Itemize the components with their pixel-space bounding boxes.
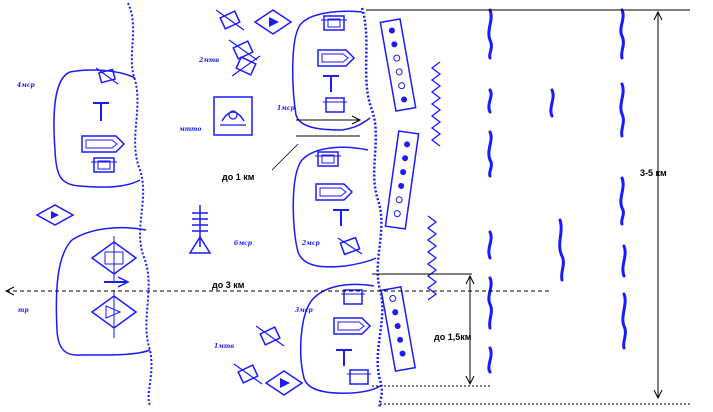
center-position-middle (292, 146, 377, 268)
measure-1-5km (372, 273, 490, 387)
left-forward-line (127, 2, 153, 406)
barrier-icon (380, 286, 417, 372)
command-post-icon (90, 236, 138, 282)
tank-icon (315, 151, 341, 167)
distance-label-3km: до 3 км (212, 280, 245, 290)
tank-icon (341, 289, 365, 305)
tank-icon (347, 369, 371, 385)
tank-icon (233, 363, 263, 385)
ifv-icon (333, 317, 372, 335)
tank-icon (215, 9, 245, 31)
ifv-icon (317, 49, 356, 67)
unit-label-2mr: 2мср (301, 240, 321, 247)
tank-icon (323, 97, 347, 113)
unit-label-1tb: 1мтв (214, 343, 234, 350)
enemy-line-2 (549, 88, 565, 282)
apc-icon (35, 204, 75, 226)
enemy-line-3 (619, 8, 627, 350)
distance-label-1-5km: до 1,5км (434, 332, 472, 342)
wire-obstacle-upper (430, 61, 442, 147)
apc-icon (264, 370, 304, 396)
wire-obstacle-lower (426, 215, 438, 301)
center-forward-line (360, 7, 384, 409)
unit-label-2tb: 2мтв (198, 57, 219, 64)
center-position-upper (292, 10, 371, 131)
left-position-upper (53, 69, 141, 188)
barrier-icon (379, 18, 417, 112)
unit-label-4mr: 4мср (17, 82, 36, 89)
antitank-icon (323, 75, 339, 92)
unit-label-1mr: 1мср (277, 105, 296, 112)
left-position-lower (55, 226, 151, 356)
engineer-icon (188, 205, 212, 254)
ifv-icon (81, 135, 126, 153)
command-post-icon (90, 290, 138, 338)
unit-label-tr: тр (18, 307, 29, 314)
ifv-icon (315, 183, 354, 201)
command-post-icon (213, 96, 253, 136)
unit-label-bmr: бмср (234, 240, 253, 247)
measure-3km (4, 286, 552, 296)
unit-label-mto: мтто (179, 126, 201, 133)
artillery-icon (104, 276, 130, 288)
measure-1km (271, 115, 362, 171)
antitank-icon (333, 209, 349, 226)
tank-icon (231, 55, 261, 77)
distance-label-3-5km: 3-5 км (640, 168, 667, 178)
tank-icon (91, 157, 117, 173)
tank-icon (95, 67, 119, 85)
measure-3-5km (366, 9, 690, 405)
tank-icon (337, 236, 363, 256)
tank-icon (255, 325, 285, 347)
barrier-icon (384, 130, 420, 230)
enemy-line-1 (487, 8, 493, 374)
antitank-icon (336, 349, 352, 366)
apc-icon (253, 9, 293, 35)
tank-icon (321, 15, 347, 31)
center-position-lower (300, 283, 381, 394)
unit-label-3mr: 3мср (295, 307, 314, 314)
antitank-icon (93, 102, 109, 121)
tank-icon (228, 39, 258, 61)
distance-label-1km: до 1 км (222, 172, 255, 182)
